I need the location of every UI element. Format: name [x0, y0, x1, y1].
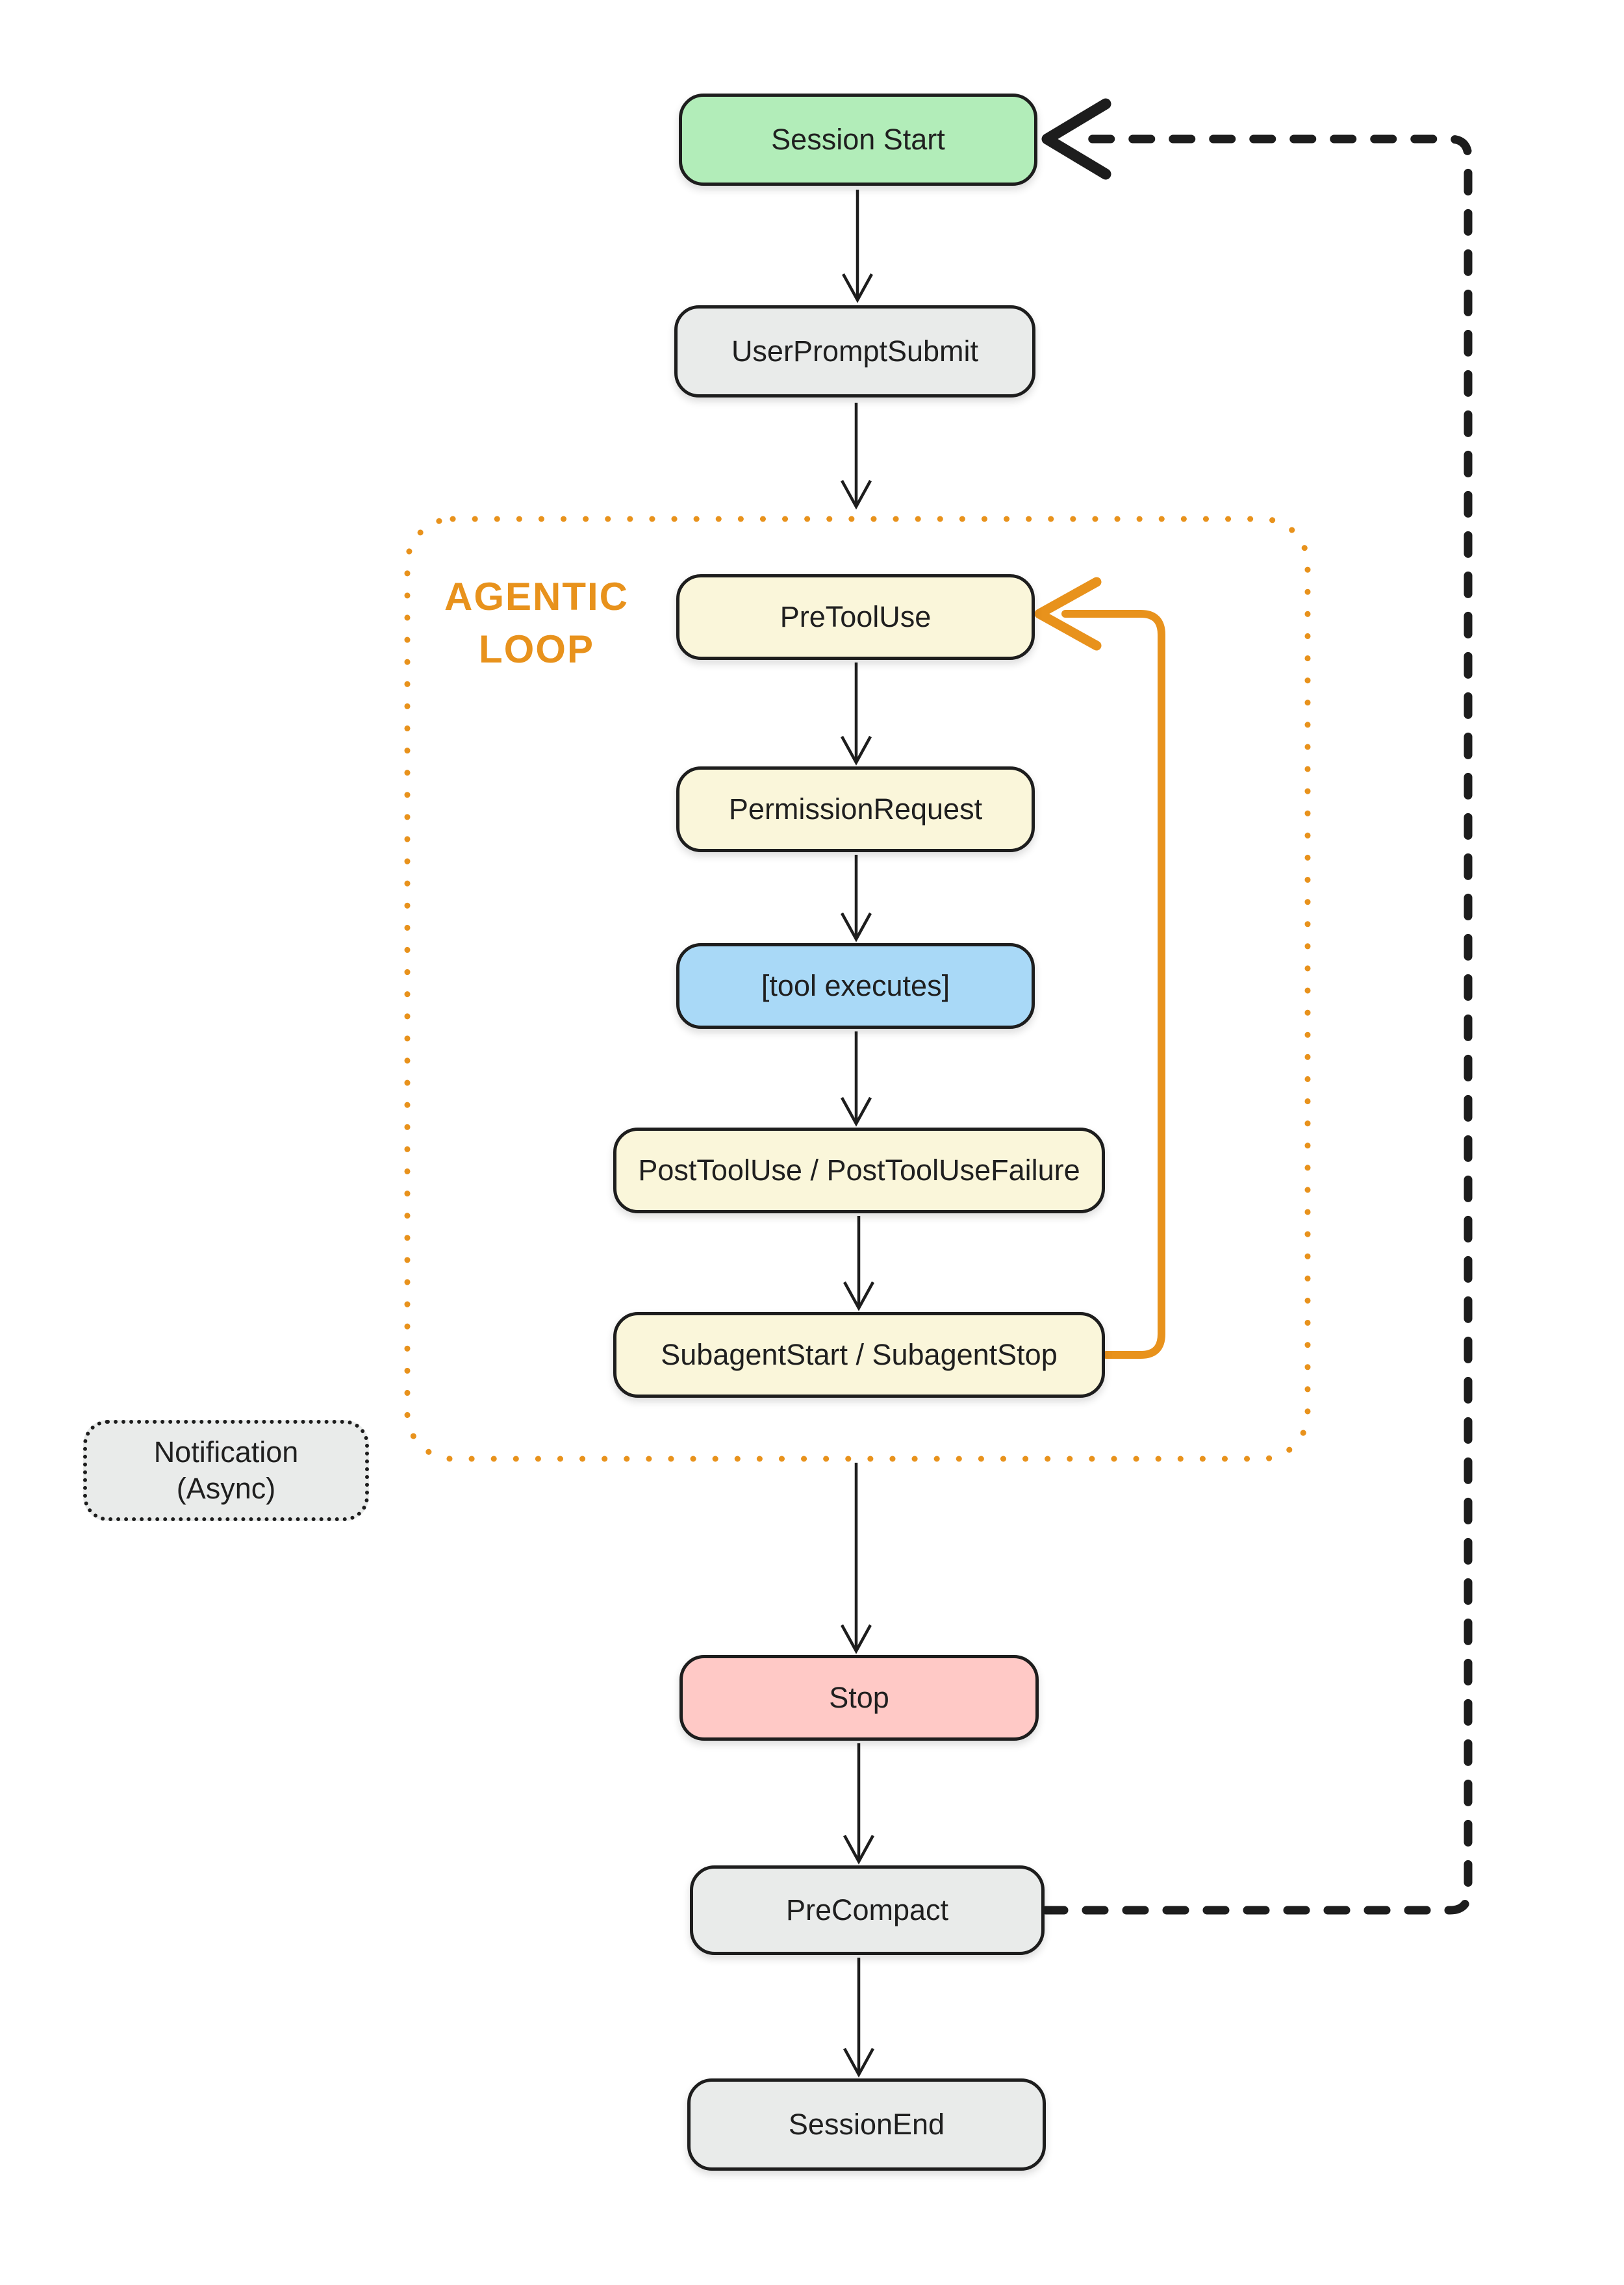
node-pre-tool-use: PreToolUse [676, 574, 1035, 660]
node-subagent-start-stop: SubagentStart / SubagentStop [613, 1312, 1105, 1398]
node-subagent-start-stop-label: SubagentStart / SubagentStop [661, 1337, 1058, 1371]
node-session-start: Session Start [679, 94, 1037, 186]
arrow-sessionstart-to-userpromptsubmit [842, 190, 873, 303]
node-pre-compact: PreCompact [690, 1865, 1045, 1955]
node-post-tool-use: PostToolUse / PostToolUseFailure [613, 1128, 1105, 1213]
node-notification-label-line1: Notification [153, 1435, 299, 1469]
arrow-loop-to-stop [841, 1463, 872, 1654]
node-pre-tool-use-label: PreToolUse [780, 600, 932, 633]
node-permission-request: PermissionRequest [676, 766, 1035, 852]
arrow-userpromptsubmit-to-loop [841, 403, 872, 510]
agentic-loop-label: AGENTIC LOOP [413, 570, 660, 675]
node-permission-request-label: PermissionRequest [728, 792, 983, 826]
arrow-stop-to-precompact [843, 1743, 874, 1865]
orange-arrow-subagent-to-pretooluse [1034, 577, 1165, 1359]
dashed-arrow-precompact-to-sessionstart [1041, 98, 1473, 1915]
node-stop: Stop [679, 1655, 1039, 1741]
node-post-tool-use-label: PostToolUse / PostToolUseFailure [638, 1153, 1080, 1187]
arrow-permissionrequest-to-toolexecutes [841, 855, 872, 942]
node-stop-label: Stop [829, 1680, 889, 1714]
agentic-loop-label-line1: AGENTIC [444, 575, 629, 618]
node-session-start-label: Session Start [771, 122, 945, 156]
node-user-prompt-submit-label: UserPromptSubmit [731, 334, 979, 368]
node-pre-compact-label: PreCompact [785, 1893, 949, 1926]
node-notification-async: Notification (Async) [83, 1420, 369, 1521]
node-tool-executes: [tool executes] [676, 943, 1035, 1029]
arrow-pretooluse-to-permissionrequest [841, 663, 872, 766]
node-user-prompt-submit: UserPromptSubmit [674, 305, 1035, 398]
node-session-end: SessionEnd [687, 2078, 1046, 2171]
arrow-precompact-to-sessionend [843, 1958, 874, 2078]
agentic-loop-label-line2: LOOP [478, 627, 594, 671]
node-session-end-label: SessionEnd [788, 2107, 945, 2141]
node-notification-label-line2: (Async) [176, 1472, 276, 1505]
node-tool-executes-label: [tool executes] [761, 968, 950, 1002]
arrow-posttooluse-to-subagent [843, 1216, 874, 1311]
arrow-toolexecutes-to-posttooluse [841, 1031, 872, 1127]
